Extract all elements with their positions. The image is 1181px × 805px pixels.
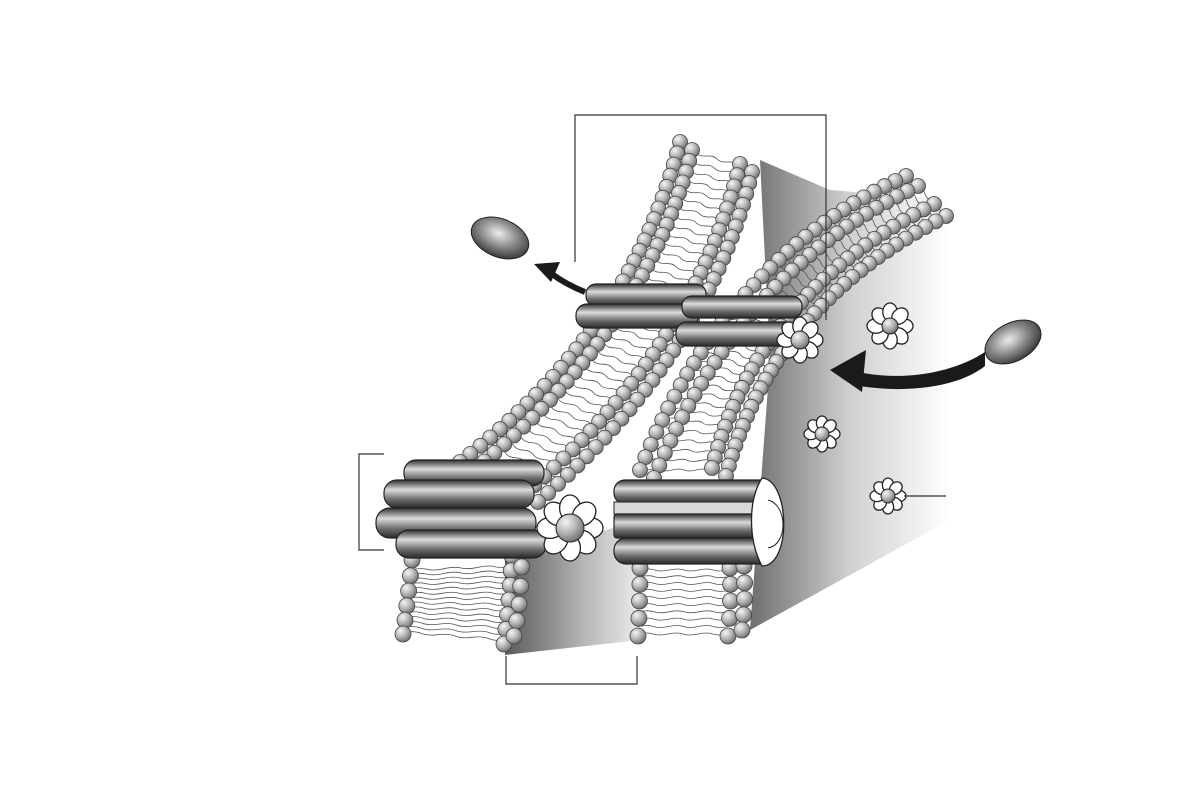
lipid-tail bbox=[405, 616, 508, 623]
lipid-tail bbox=[406, 606, 509, 612]
lipid-tail bbox=[404, 626, 507, 635]
phospholipid-head bbox=[512, 577, 530, 595]
phospholipid-head bbox=[508, 612, 526, 630]
ellipsoid-molecule-icon bbox=[984, 319, 1042, 365]
flower-molecule-icon bbox=[866, 302, 914, 350]
lipid-tail bbox=[639, 596, 730, 599]
phospholipid-head bbox=[398, 597, 416, 615]
phospholipid-head bbox=[736, 574, 753, 592]
phospholipid-head bbox=[736, 590, 753, 608]
phospholipid-head bbox=[722, 575, 739, 593]
ellipsoid-molecule-icon bbox=[470, 216, 530, 260]
phospholipid-head bbox=[733, 621, 751, 639]
lipid-tail bbox=[409, 575, 512, 580]
connexon-channel-top bbox=[575, 283, 824, 364]
lipid-tail bbox=[639, 610, 729, 614]
lipid-tail bbox=[637, 632, 729, 636]
phospholipid-head bbox=[631, 575, 649, 593]
phospholipid-head bbox=[505, 627, 523, 645]
lipid-tail bbox=[639, 575, 729, 579]
phospholipid-head bbox=[721, 609, 738, 627]
lipid-tail bbox=[409, 565, 513, 571]
bracket-bottom bbox=[505, 656, 638, 685]
phospholipid-head bbox=[735, 606, 752, 624]
phospholipid-head bbox=[550, 475, 566, 492]
phospholipid-head bbox=[632, 462, 648, 478]
lipid-tail bbox=[406, 611, 509, 618]
phospholipid-head bbox=[513, 558, 531, 576]
phospholipid-head bbox=[569, 457, 586, 474]
phospholipid-head bbox=[719, 627, 737, 645]
phospholipid-head bbox=[631, 592, 648, 610]
curved-arrow-icon bbox=[534, 262, 587, 295]
connexon-channel-middle bbox=[613, 477, 785, 567]
phospholipid-head bbox=[401, 567, 419, 585]
lipid-tail bbox=[407, 596, 510, 601]
lipid-tail bbox=[403, 631, 507, 641]
lipid-tail bbox=[405, 621, 508, 629]
phospholipid-head bbox=[510, 595, 528, 613]
flower-molecule-icon bbox=[803, 415, 841, 453]
phospholipid-head bbox=[400, 582, 418, 600]
lipid-tail bbox=[639, 582, 729, 585]
shaded-region-right bbox=[750, 160, 950, 630]
flower-molecule-icon bbox=[776, 316, 824, 364]
curved-arrow-icon bbox=[830, 350, 985, 392]
flower-molecule-icon bbox=[869, 477, 907, 515]
lipid-tail bbox=[408, 581, 512, 585]
connexon-channel-left bbox=[375, 459, 604, 562]
phospholipid-head bbox=[722, 592, 739, 610]
bracket-left bbox=[358, 453, 384, 551]
phospholipid-head bbox=[630, 609, 648, 627]
flower-molecule-icon bbox=[536, 494, 604, 562]
phospholipid-head bbox=[560, 466, 576, 483]
lipid-tail bbox=[639, 603, 730, 606]
lipid-tail bbox=[638, 625, 729, 628]
phospholipid-head bbox=[396, 611, 414, 629]
phospholipid-head bbox=[629, 627, 647, 645]
lipid-tail bbox=[407, 601, 510, 606]
phospholipid-head bbox=[394, 625, 412, 643]
lipid-tail bbox=[408, 591, 511, 595]
bracket-top bbox=[574, 114, 827, 320]
lipid-tail bbox=[639, 568, 729, 572]
lipid-tail bbox=[639, 589, 729, 592]
phospholipid-head bbox=[540, 485, 557, 501]
phospholipid-head bbox=[704, 460, 720, 476]
lipid-tail bbox=[409, 570, 512, 576]
lipid-tail bbox=[408, 586, 511, 590]
label-brackets bbox=[358, 114, 946, 685]
lipid-tail bbox=[638, 617, 729, 621]
